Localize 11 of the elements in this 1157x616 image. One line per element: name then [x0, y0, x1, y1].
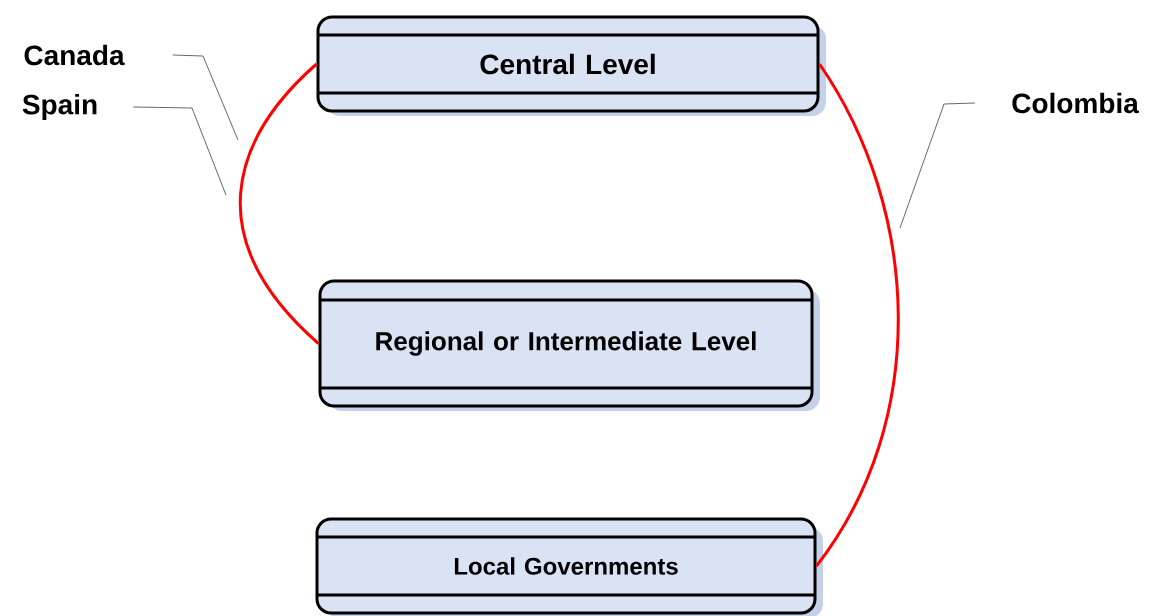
- leader-line: [899, 102, 976, 229]
- leader-line: [172, 54, 239, 141]
- connector-curve: [239, 62, 320, 345]
- level-box: Local Governments: [315, 517, 823, 616]
- country-label: Canada: [24, 44, 125, 66]
- country-label: Colombia: [1012, 92, 1139, 114]
- leader-line: [133, 106, 227, 196]
- level-box: Regional or Intermediate Level: [318, 279, 820, 411]
- level-box: Central Level: [316, 15, 826, 116]
- connector-curve: [815, 63, 900, 567]
- country-label: Spain: [22, 93, 97, 121]
